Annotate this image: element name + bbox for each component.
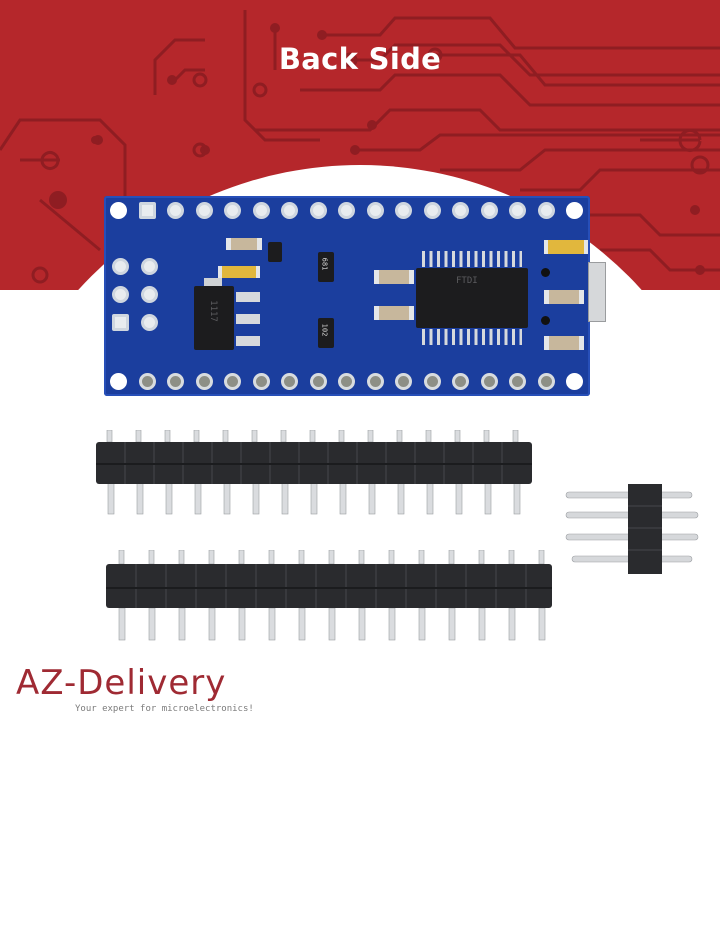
logo-tagline: Your expert for microelectronics!	[75, 704, 254, 714]
solder-pad	[252, 202, 270, 219]
mount-hole	[566, 373, 583, 390]
logo-brand: AZ-Delivery	[16, 663, 227, 703]
solder-pad	[112, 258, 129, 275]
circuit-traces-decoration	[0, 10, 720, 284]
resistor-array-1: 681	[318, 252, 334, 282]
bottom-pad-row	[110, 373, 595, 390]
solder-pad	[195, 373, 213, 390]
arduino-nano-board: 1117 681 102 FTDI	[104, 196, 590, 396]
solder-pad	[366, 202, 384, 219]
solder-pad	[112, 314, 129, 331]
solder-pad	[338, 373, 355, 390]
solder-pad	[195, 202, 213, 219]
solder-pad	[480, 202, 498, 219]
solder-pad	[281, 373, 298, 390]
smd-capacitor	[226, 238, 262, 250]
resistor-array-2: 102	[318, 318, 334, 348]
solder-pad	[395, 373, 412, 390]
solder-pad	[141, 314, 158, 331]
mount-hole	[110, 373, 127, 390]
solder-pad	[509, 373, 526, 390]
solder-pad	[423, 202, 441, 219]
solder-pad	[537, 373, 555, 390]
solder-pad	[452, 373, 469, 390]
solder-pad	[366, 373, 384, 390]
mount-hole	[110, 202, 127, 219]
solder-pad	[167, 202, 184, 219]
smd-capacitor	[544, 336, 584, 350]
regulator-leg	[236, 292, 260, 302]
solder-pad	[395, 202, 412, 219]
solder-pad	[138, 373, 156, 390]
smd-capacitor	[374, 306, 414, 320]
diode	[268, 242, 282, 262]
solder-pad	[167, 373, 184, 390]
solder-pad	[309, 202, 327, 219]
solder-pad	[281, 202, 298, 219]
voltage-regulator-chip: 1117	[194, 286, 234, 350]
via	[541, 268, 550, 277]
icsp-pads	[112, 258, 158, 331]
ic-pins-bottom	[422, 329, 522, 345]
tantalum-capacitor	[218, 266, 260, 278]
usb-connector	[588, 262, 606, 322]
ftdi-usb-chip: FTDI	[416, 268, 528, 328]
solder-pad	[224, 202, 241, 219]
mount-hole	[566, 202, 583, 219]
tantalum-capacitor	[544, 240, 588, 254]
az-delivery-logo: AZ-Delivery Your expert for microelectro…	[16, 663, 254, 714]
solder-pad	[138, 202, 156, 219]
solder-pad	[224, 373, 241, 390]
solder-pad	[309, 373, 327, 390]
solder-pad	[141, 286, 158, 303]
pin-header-15	[106, 550, 552, 641]
solder-pad	[452, 202, 469, 219]
top-pad-row	[110, 202, 595, 219]
solder-pad	[141, 258, 158, 275]
regulator-leg	[236, 336, 260, 346]
ic-pins-top	[422, 251, 522, 267]
page-title: Back Side	[278, 42, 442, 76]
solder-pad	[252, 373, 270, 390]
smd-capacitor	[544, 290, 584, 304]
solder-pad	[112, 286, 129, 303]
via	[541, 316, 550, 325]
smd-capacitor	[374, 270, 414, 284]
solder-pad	[423, 373, 441, 390]
solder-pad	[509, 202, 526, 219]
regulator-leg	[236, 314, 260, 324]
solder-pad	[338, 202, 355, 219]
pin-header-4	[565, 484, 699, 574]
solder-pad	[537, 202, 555, 219]
pin-header-15	[96, 430, 532, 515]
solder-pad	[480, 373, 498, 390]
